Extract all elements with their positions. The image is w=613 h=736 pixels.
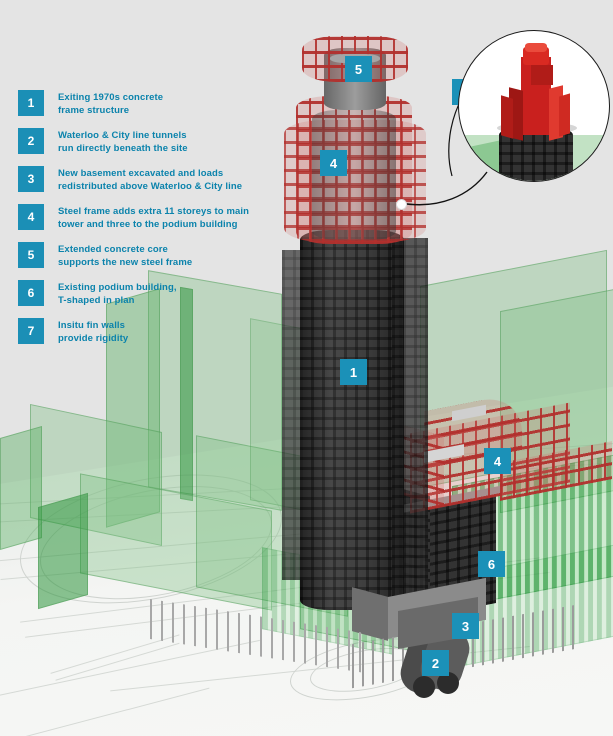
marker-3[interactable]: 3 [452, 613, 479, 639]
legend-number: 1 [27, 96, 35, 110]
legend-text: Extended concrete core supports the new … [58, 242, 192, 269]
marker-label: 4 [493, 453, 502, 469]
legend-text-line: Insitu fin walls [58, 320, 126, 332]
legend-text: New basement excavated and loads redistr… [58, 166, 242, 193]
legend-number-box: 5 [18, 242, 44, 269]
tunnel-mouth [437, 672, 459, 694]
legend-item-3[interactable]: 3 New basement excavated and loads redis… [18, 166, 248, 193]
marker-4-podium[interactable]: 4 [484, 448, 511, 474]
legend-number: 7 [27, 324, 35, 339]
legend-text-line: supports the new steel frame [58, 256, 193, 268]
legend-item-7[interactable]: 7 Insitu fin walls provide rigidity [18, 318, 248, 345]
legend-text: Waterloo & City line tunnels run directl… [58, 128, 188, 155]
legend-text-line: provide rigidity [58, 332, 129, 344]
tower-cylinder-shading [300, 230, 404, 610]
legend-text-line: T-shaped in plan [58, 294, 135, 306]
legend-number-box: 2 [18, 128, 44, 155]
legend-text-line: Extended concrete core [58, 244, 168, 256]
callout-anchor-dot [396, 199, 407, 210]
legend-item-2[interactable]: 2 Waterloo & City line tunnels run direc… [18, 128, 248, 155]
legend-number: 3 [27, 172, 35, 187]
marker-label: 4 [329, 155, 338, 171]
tower-concrete-frame [300, 230, 404, 610]
legend-item-6[interactable]: 6 Existing podium building, T-shaped in … [18, 280, 248, 307]
legend-number: 2 [27, 134, 35, 149]
legend-text: Steel frame adds extra 11 storeys to mai… [58, 204, 249, 231]
legend: 1 Exiting 1970s concrete frame structure… [18, 90, 249, 356]
legend-text: Exiting 1970s concrete frame structure [58, 90, 163, 117]
inset-circle [458, 30, 610, 182]
marker-label: 3 [461, 618, 470, 634]
marker-label: 6 [487, 556, 496, 572]
marker-5[interactable]: 5 [345, 56, 372, 82]
tower-concrete-frame-rear [392, 238, 428, 598]
marker-label: 1 [349, 364, 358, 380]
legend-item-1[interactable]: 1 Exiting 1970s concrete frame structure [18, 90, 248, 117]
legend-number-box: 1 [18, 90, 44, 116]
legend-number-box: 6 [18, 280, 44, 307]
legend-text-line: Existing podium building, [58, 282, 177, 294]
legend-item-4[interactable]: 4 Steel frame adds extra 11 storeys to m… [18, 204, 249, 231]
marker-2[interactable]: 2 [422, 650, 449, 676]
legend-number-box: 7 [18, 318, 44, 345]
legend-text-line: Waterloo & City line tunnels [58, 130, 187, 142]
marker-label: 5 [354, 61, 363, 77]
context-building-massing [38, 492, 88, 610]
legend-number: 4 [27, 210, 35, 225]
marker-label: 2 [431, 655, 440, 671]
tower-concrete-frame-left [282, 250, 304, 580]
legend-text-line: tower and three to the podium building [58, 218, 238, 230]
marker-6[interactable]: 6 [478, 551, 505, 577]
legend-text-line: run directly beneath the site [58, 142, 188, 154]
legend-text: Existing podium building, T-shaped in pl… [58, 280, 177, 307]
legend-text-line: redistributed above Waterloo & City line [58, 180, 243, 192]
legend-text-line: Exiting 1970s concrete [58, 92, 164, 103]
legend-number: 6 [27, 286, 35, 301]
legend-text-line: New basement excavated and loads [58, 168, 224, 180]
tunnel-mouth [413, 676, 435, 698]
legend-text: Insitu fin walls provide rigidity [58, 318, 128, 345]
legend-number-box: 3 [18, 166, 44, 193]
legend-number: 5 [27, 248, 35, 263]
legend-text-line: Steel frame adds extra 11 storeys to mai… [58, 206, 250, 218]
legend-number-box: 4 [18, 204, 44, 231]
legend-item-5[interactable]: 5 Extended concrete core supports the ne… [18, 242, 248, 269]
fin-wall-detail-callout [458, 30, 610, 182]
legend-text-line: frame structure [58, 104, 130, 116]
marker-1[interactable]: 1 [340, 359, 367, 385]
marker-4-tower[interactable]: 4 [320, 150, 347, 176]
context-building-massing [0, 425, 42, 551]
